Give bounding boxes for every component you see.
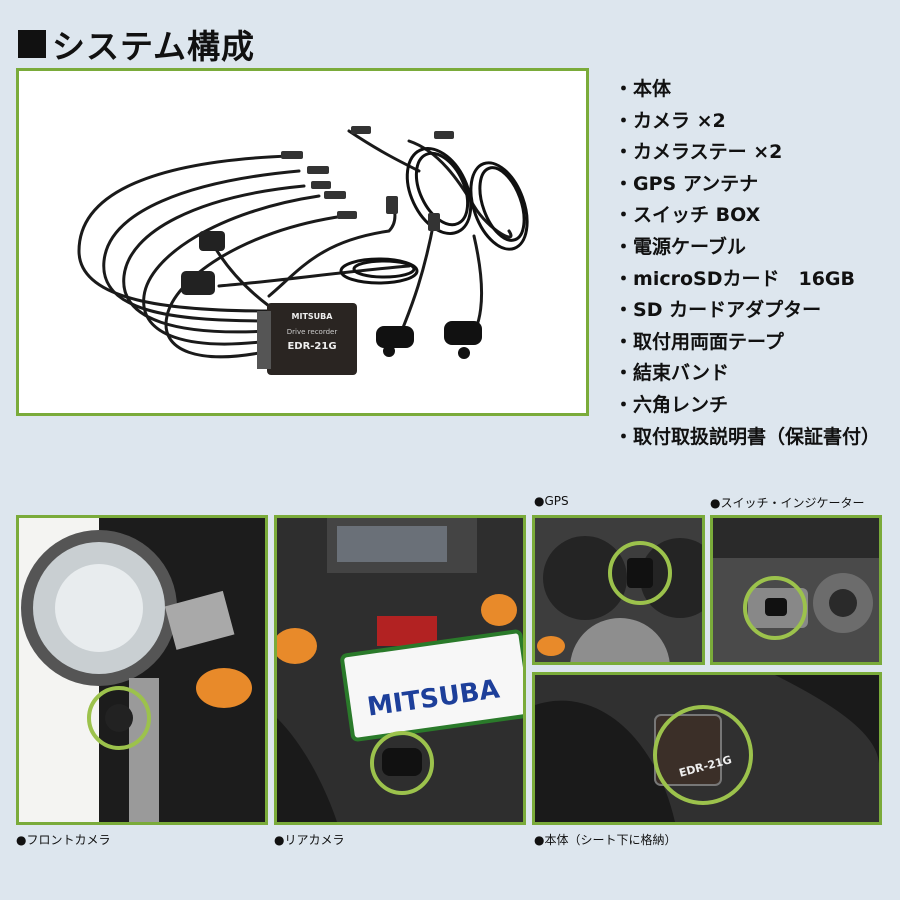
rear-camera-caption: ●リアカメラ: [274, 833, 345, 847]
page-title-text: システム構成: [52, 27, 256, 66]
title-square-icon: [18, 30, 46, 58]
list-item: microSDカード 16GB: [614, 264, 880, 296]
list-item: 六角レンチ: [614, 390, 880, 422]
list-item: スイッチ BOX: [614, 200, 880, 232]
gps-photo: [532, 515, 705, 665]
list-item: 電源ケーブル: [614, 232, 880, 264]
front-camera-photo: [16, 515, 268, 825]
body-photo: EDR-21G: [532, 672, 882, 825]
gps-caption: ●GPS: [534, 494, 569, 508]
list-item: カメラ ×2: [614, 106, 880, 138]
contents-list: 本体 カメラ ×2 カメラステー ×2 GPS アンテナ スイッチ BOX 電源…: [614, 74, 880, 453]
product-device-label-1: Drive recorder: [287, 328, 338, 336]
product-brand-label: MITSUBA: [292, 312, 334, 321]
rear-camera-photo: MITSUBA: [274, 515, 526, 825]
switch-photo: [710, 515, 882, 665]
page-title: システム構成: [18, 20, 255, 68]
list-item: 本体: [614, 74, 880, 106]
list-item: 取付取扱説明書（保証書付）: [614, 422, 880, 454]
list-item: 結束バンド: [614, 358, 880, 390]
body-caption: ●本体（シート下に格納）: [534, 833, 677, 847]
product-illustration: MITSUBA Drive recorder EDR-21G: [77, 126, 529, 375]
list-item: GPS アンテナ: [614, 169, 880, 201]
list-item: カメラステー ×2: [614, 137, 880, 169]
list-item: SD カードアダプター: [614, 295, 880, 327]
product-device-label-2: EDR-21G: [287, 341, 336, 352]
switch-caption: ●スイッチ・インジケーター: [710, 496, 865, 510]
product-image-panel: MITSUBA Drive recorder EDR-21G: [16, 68, 589, 416]
front-camera-caption: ●フロントカメラ: [16, 833, 111, 847]
list-item: 取付用両面テープ: [614, 327, 880, 359]
